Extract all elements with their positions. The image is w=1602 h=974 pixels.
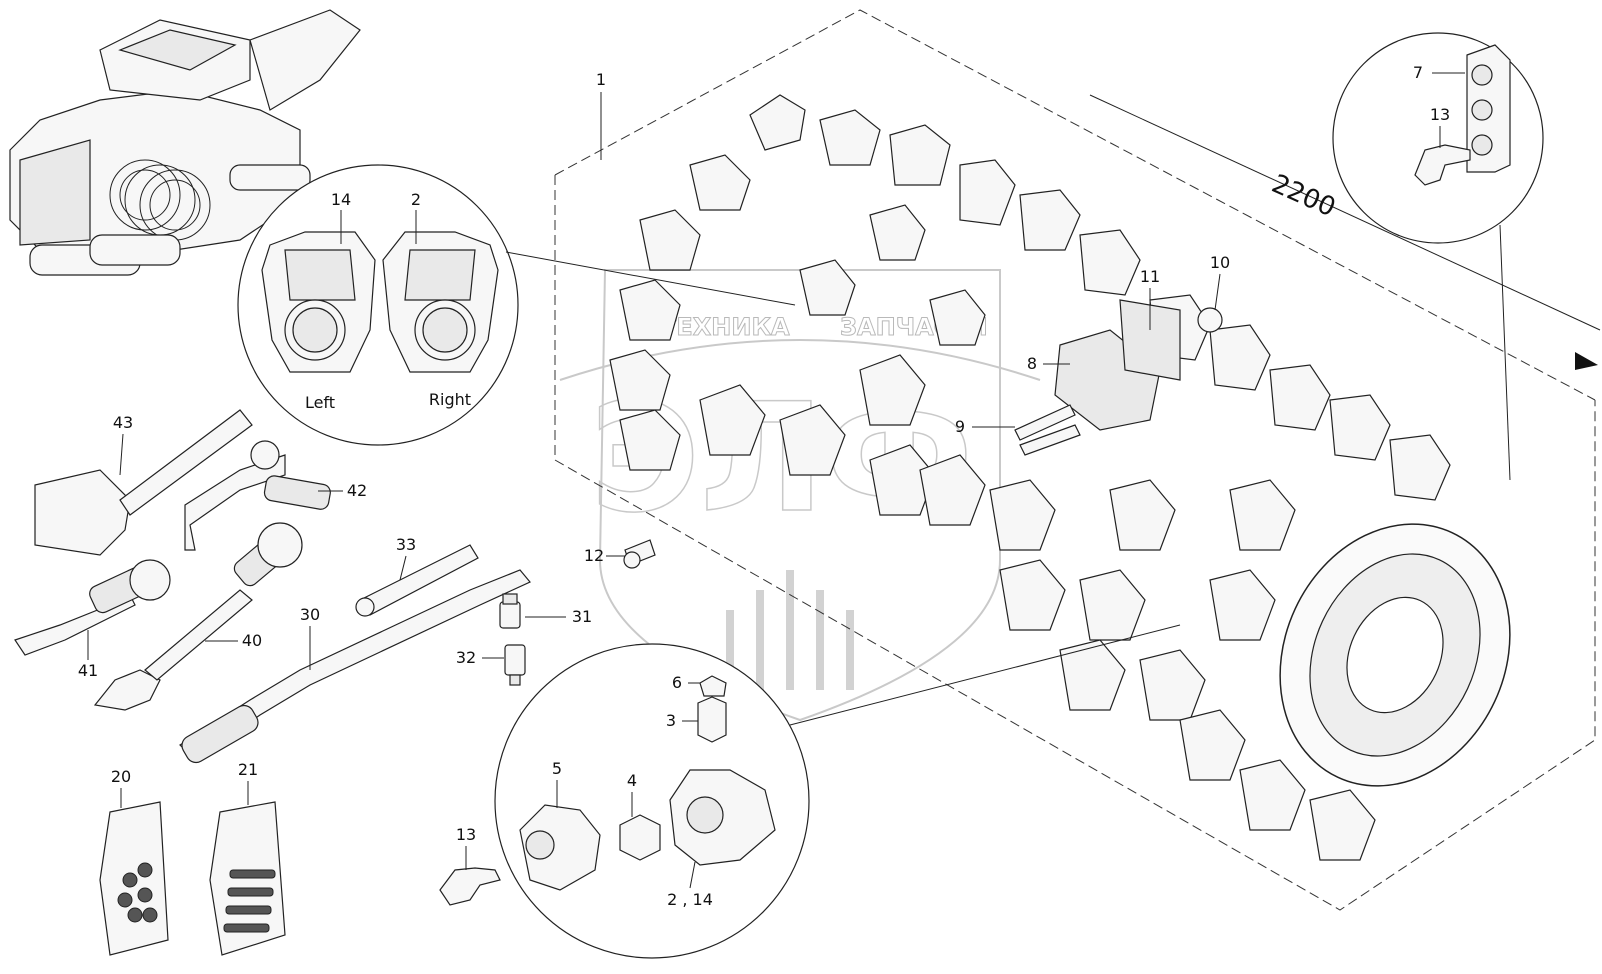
label-5: 5 xyxy=(552,759,562,778)
label-2: 2 xyxy=(411,190,421,209)
label-32: 32 xyxy=(456,648,476,667)
label-33: 33 xyxy=(396,535,416,554)
label-9: 9 xyxy=(955,417,965,436)
label-13-bottom: 13 xyxy=(456,825,476,844)
dimension-arrow xyxy=(1575,352,1598,370)
label-8: 8 xyxy=(1027,354,1037,373)
label-11: 11 xyxy=(1140,267,1160,286)
label-3: 3 xyxy=(666,711,676,730)
label-41: 41 xyxy=(78,661,98,680)
cutting-drum xyxy=(609,94,1511,861)
holder-detail-circle: 14 2 Left Right xyxy=(237,164,796,446)
label-14: 14 xyxy=(331,190,351,209)
watermark-text-1: ТЕХНИКА xyxy=(660,313,790,341)
label-30: 30 xyxy=(300,605,320,624)
label-1: 1 xyxy=(596,70,606,89)
ejector-detail-circle: 7 13 xyxy=(1332,32,1544,481)
holder-right-label: Right xyxy=(429,390,471,409)
holder-assembly-circle: 6 3 5 4 13 2 , 14 xyxy=(439,624,1181,959)
milling-machine xyxy=(9,9,361,276)
label-12: 12 xyxy=(584,546,604,565)
label-43: 43 xyxy=(113,413,133,432)
label-2-14: 2 , 14 xyxy=(667,890,713,909)
label-31: 31 xyxy=(572,607,592,626)
label-42: 42 xyxy=(347,481,367,500)
parts-bags: 20 21 xyxy=(99,760,286,956)
drum-callouts: 1 11 10 8 9 12 xyxy=(584,70,1230,565)
label-10: 10 xyxy=(1210,253,1230,272)
label-7: 7 xyxy=(1413,63,1423,82)
label-40: 40 xyxy=(242,631,262,650)
dimension-label: 2200 xyxy=(1267,169,1340,223)
label-20: 20 xyxy=(111,767,131,786)
label-13-top: 13 xyxy=(1430,105,1450,124)
label-6: 6 xyxy=(672,673,682,692)
holder-left xyxy=(261,231,376,373)
label-4: 4 xyxy=(627,771,637,790)
holder-left-label: Left xyxy=(305,393,335,412)
holder-right xyxy=(382,231,499,373)
tools: 43 42 41 40 30 33 31 xyxy=(14,409,592,764)
label-21: 21 xyxy=(238,760,258,779)
